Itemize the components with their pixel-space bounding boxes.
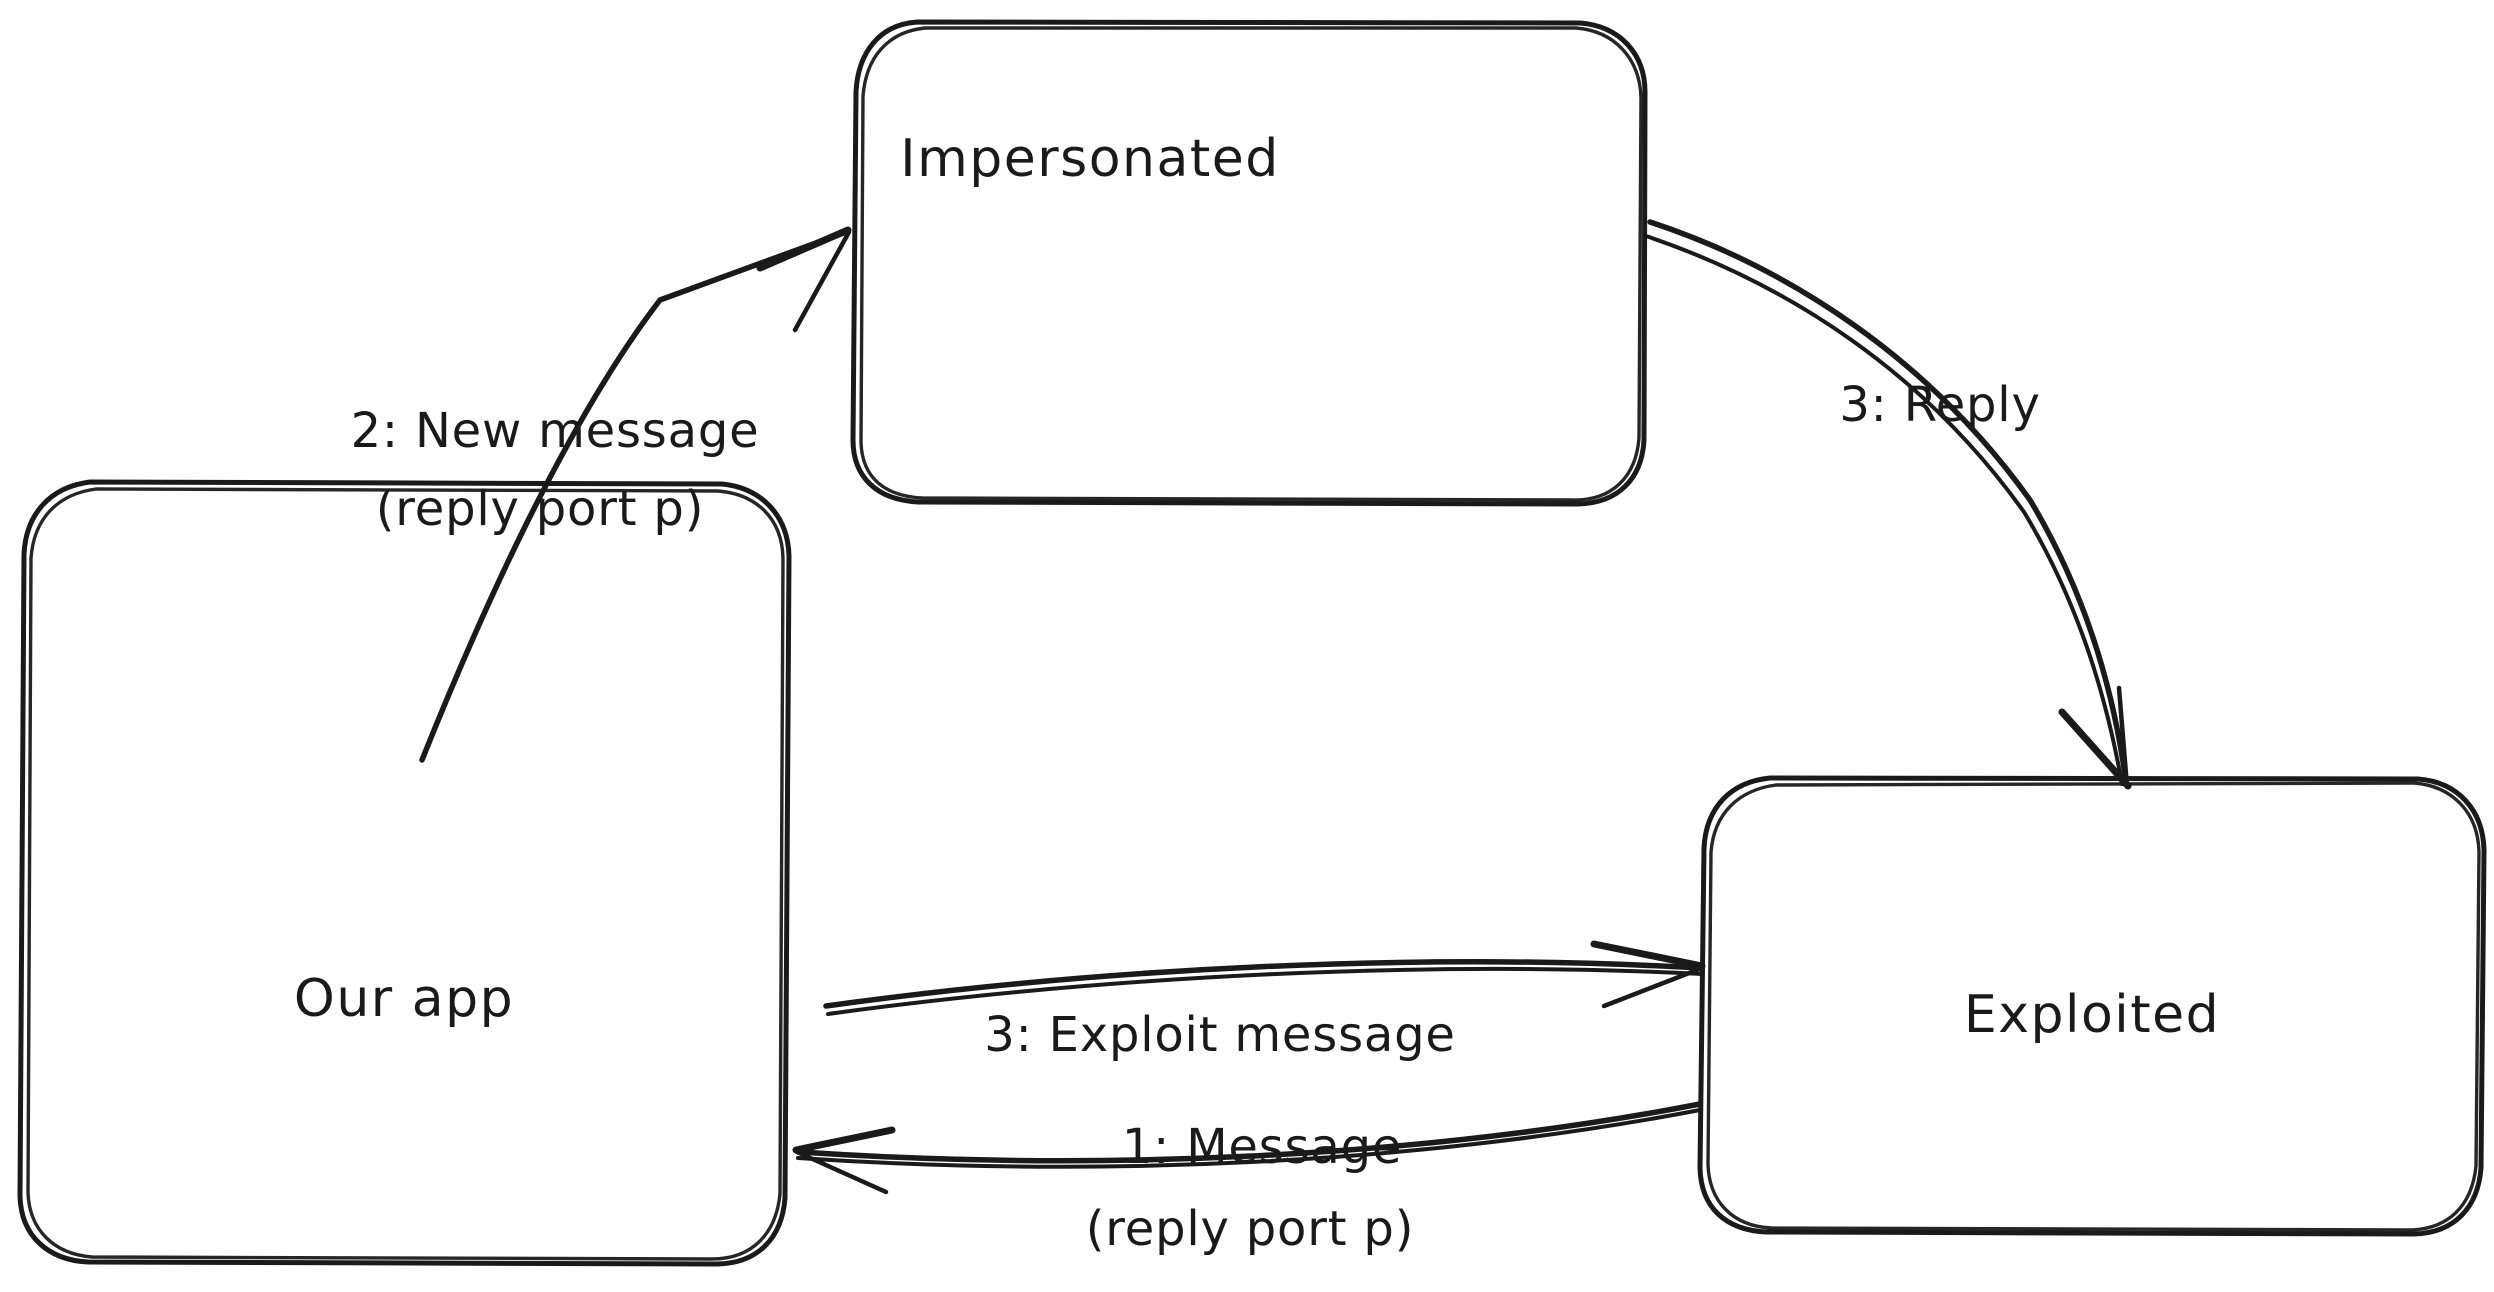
edge-exploited-to-our-app-line	[797, 1101, 1703, 1164]
edge-our-app-to-impersonated-label-line1: 2: New message	[351, 403, 760, 459]
edge-exploited-to-our-app-label-line2: (reply port p)	[1086, 1201, 1414, 1257]
node-our-app-outline	[17, 479, 792, 1267]
edge-impersonated-to-exploited-line	[1647, 219, 2129, 785]
edge-our-app-to-exploited-line-sketch	[826, 966, 1704, 1016]
edge-exploited-to-our-app[interactable]: 1: Message (reply port p)	[792, 1101, 1703, 1257]
edge-our-app-to-impersonated-arrowhead-b	[792, 229, 852, 333]
edge-our-app-to-exploited-arrowhead-b	[1601, 965, 1705, 1009]
node-exploited-label: Exploited	[1964, 985, 2220, 1045]
node-our-app-outline-sketch	[26, 487, 785, 1261]
edge-exploited-to-our-app-line-sketch	[796, 1108, 1702, 1169]
edge-our-app-to-exploited-label: 3: Exploit message	[984, 1007, 1455, 1063]
edge-impersonated-to-exploited[interactable]: 3: Reply	[1644, 219, 2132, 790]
edge-our-app-to-exploited[interactable]: 3: Exploit message	[823, 940, 1706, 1063]
node-impersonated-outline	[850, 19, 1648, 507]
edge-impersonated-to-exploited-line-sketch	[1644, 234, 2124, 786]
node-impersonated[interactable]: Impersonated	[850, 19, 1648, 507]
node-exploited[interactable]: Exploited	[1697, 775, 2487, 1237]
node-impersonated-outline-sketch	[859, 26, 1643, 502]
edge-impersonated-to-exploited-arrowhead-b	[2116, 685, 2130, 789]
edge-exploited-to-our-app-arrowhead-b	[794, 1149, 889, 1195]
edge-our-app-to-impersonated-arrowhead	[756, 226, 852, 272]
edge-our-app-to-impersonated-line	[419, 229, 849, 763]
node-exploited-outline-sketch	[1706, 781, 2481, 1232]
node-exploited-outline	[1697, 775, 2487, 1237]
edge-our-app-to-exploited-arrowhead	[1590, 940, 1706, 970]
node-our-app-label: Our app	[294, 969, 514, 1029]
node-impersonated-label: Impersonated	[900, 129, 1280, 189]
edge-our-app-to-exploited-line	[823, 959, 1703, 1009]
node-our-app[interactable]: Our app	[17, 479, 792, 1267]
edge-impersonated-to-exploited-arrowhead	[2058, 708, 2132, 790]
edge-our-app-to-impersonated[interactable]: 2: New message (reply port p)	[351, 226, 852, 763]
edge-exploited-to-our-app-label-line1: 1: Message	[1122, 1119, 1402, 1175]
edge-our-app-to-impersonated-label-line2: (reply port p)	[376, 481, 704, 537]
edge-impersonated-to-exploited-label: 3: Reply	[1839, 377, 2040, 433]
edge-exploited-to-our-app-arrowhead	[792, 1126, 896, 1154]
